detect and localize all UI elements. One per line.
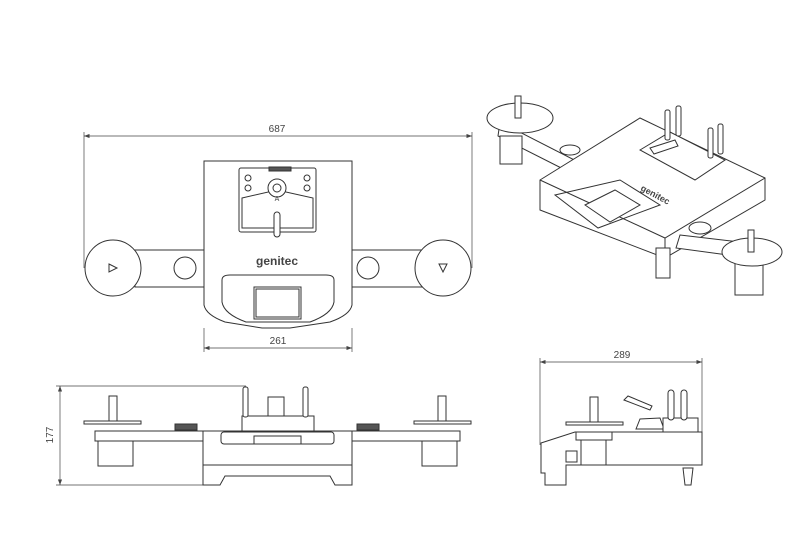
iso-head-post bbox=[664, 109, 671, 141]
head-clamp-front bbox=[267, 396, 285, 417]
head-roller bbox=[267, 178, 287, 198]
head-post-side bbox=[680, 389, 688, 421]
iso-left-motor-housing bbox=[499, 135, 523, 165]
left-reel bbox=[84, 239, 142, 297]
top-view: 687 genitec A 261 bbox=[83, 124, 473, 352]
iso-right-knob bbox=[688, 221, 712, 235]
left-motor-housing bbox=[97, 440, 134, 467]
right-knob bbox=[356, 256, 380, 280]
right-knob-front bbox=[356, 423, 380, 431]
head-lever bbox=[273, 211, 281, 238]
iso-touch-screen bbox=[584, 189, 641, 223]
dimension-label-687: 687 bbox=[269, 124, 286, 135]
side-reel-spindle bbox=[589, 396, 599, 423]
side-arm bbox=[575, 431, 613, 441]
touch-screen-inner bbox=[255, 288, 300, 318]
head-post bbox=[242, 386, 249, 418]
side-view: 289 bbox=[539, 350, 703, 486]
touch-screen bbox=[253, 286, 302, 320]
dimension-label-177: 177 bbox=[45, 426, 56, 443]
dimension-height: 177 bbox=[45, 385, 246, 486]
foot-side bbox=[682, 467, 694, 486]
side-port bbox=[565, 450, 578, 463]
iso-right-spindle bbox=[747, 229, 755, 253]
head-side bbox=[662, 417, 699, 433]
iso-front-panel bbox=[553, 179, 662, 229]
right-arm-front bbox=[351, 430, 461, 442]
head-marker-label: A bbox=[275, 196, 280, 203]
touch-screen-front bbox=[253, 435, 302, 445]
dimension-overall-width: 687 bbox=[83, 124, 473, 268]
dimension-body-width: 261 bbox=[203, 328, 353, 352]
left-arm-front bbox=[94, 430, 204, 442]
iso-head-lever bbox=[649, 139, 679, 155]
head-post bbox=[302, 386, 309, 418]
head-bolt bbox=[303, 174, 311, 182]
head-lever-side bbox=[623, 395, 653, 411]
left-reel-spindle bbox=[108, 395, 118, 422]
left-reel-hub-icon bbox=[108, 263, 119, 273]
right-motor-housing bbox=[421, 440, 458, 467]
dimension-label-261: 261 bbox=[270, 336, 287, 347]
head-front bbox=[241, 415, 315, 432]
head-mount-side bbox=[635, 417, 665, 430]
side-motor-housing bbox=[580, 439, 607, 466]
head-roller-hub bbox=[272, 183, 282, 193]
front-panel bbox=[221, 274, 335, 323]
dimension-label-289: 289 bbox=[614, 350, 631, 361]
iso-head-post bbox=[675, 105, 682, 137]
body-side bbox=[540, 431, 703, 486]
left-knob-front bbox=[174, 423, 198, 431]
brand-logo: genitec bbox=[256, 254, 298, 268]
dimension-depth: 289 bbox=[539, 350, 703, 445]
front-view: 177 bbox=[45, 385, 472, 486]
head-post-side bbox=[667, 389, 675, 421]
head-bolt bbox=[303, 184, 311, 192]
iso-left-spindle bbox=[514, 95, 522, 119]
iso-left-knob bbox=[559, 144, 581, 156]
head-bolt bbox=[244, 184, 252, 192]
right-reel-spindle bbox=[437, 395, 447, 422]
iso-side-port bbox=[655, 247, 671, 279]
iso-head-post bbox=[717, 123, 724, 155]
isometric-view: genitec bbox=[486, 95, 783, 296]
right-reel bbox=[414, 239, 472, 297]
iso-head-post bbox=[707, 127, 714, 159]
left-knob bbox=[173, 256, 197, 280]
head-clamp bbox=[268, 166, 292, 172]
head-bolt bbox=[244, 174, 252, 182]
right-reel-hub-icon bbox=[438, 263, 448, 274]
